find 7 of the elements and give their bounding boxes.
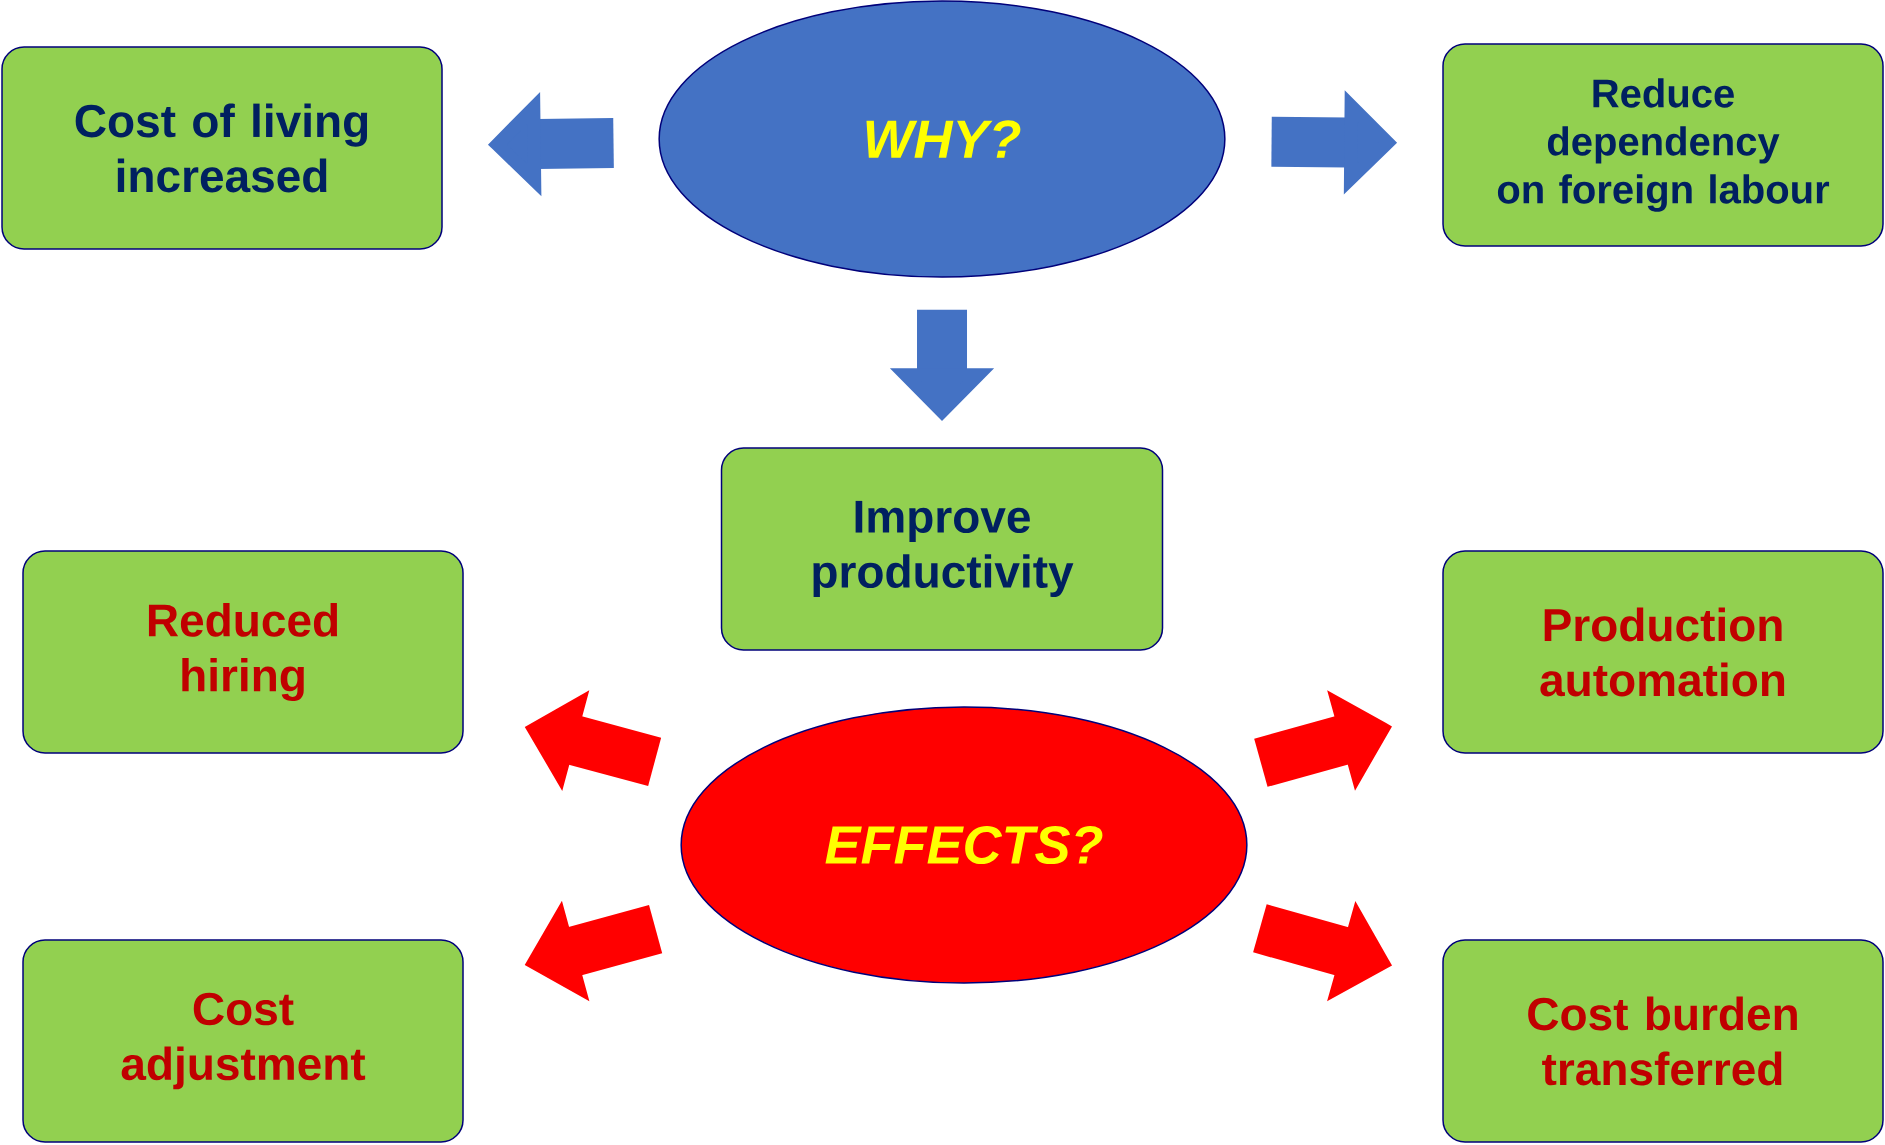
process-box: Improve productivity	[720, 447, 1164, 651]
process-box: Reduced hiring	[22, 550, 464, 754]
process-box: Production automation	[1442, 550, 1884, 754]
process-box: Reduce dependency on foreign labour	[1442, 43, 1884, 247]
process-box: Cost burden transferred	[1442, 939, 1884, 1143]
process-box: Cost adjustment	[22, 939, 464, 1143]
process-box: Cost of living increased	[1, 46, 443, 250]
